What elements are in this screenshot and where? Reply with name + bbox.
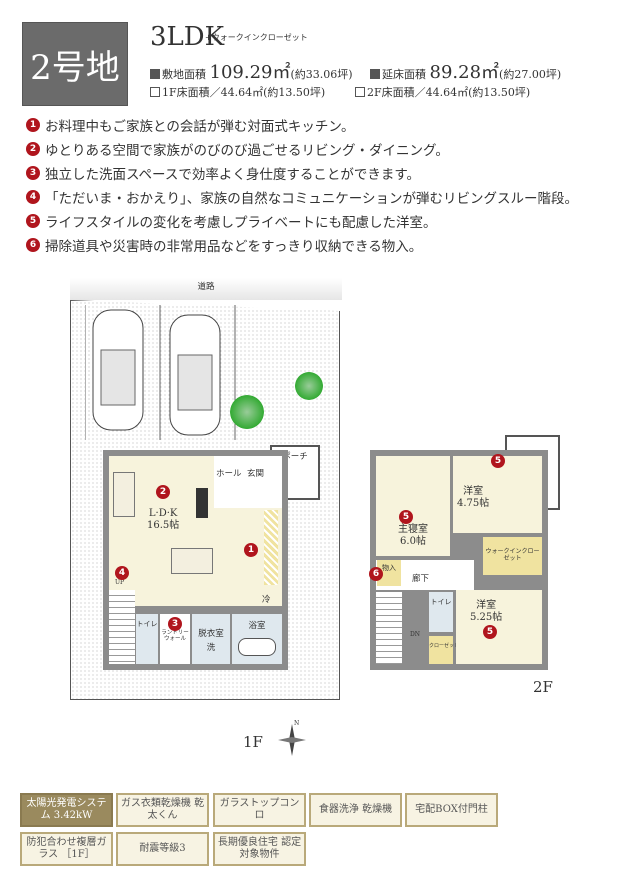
feature-badge: 防犯合わせ複層ガラス ［1F］ [20,832,113,866]
feature-badge: 宅配BOX付門柱 [405,793,498,827]
staircase [109,590,135,664]
feature-point: 1 お料理中もご家族との会話が弾む対面式キッチン。 [26,115,355,135]
plan-extra: +ウォークインクローゼット [205,33,308,42]
point-text: お料理中もご家族との会話が弾む対面式キッチン。 [45,119,355,135]
marker-5: 5 [491,454,505,468]
point-text: 独立した洗面スペースで効率よく身仕度することができます。 [45,167,421,183]
marker-2: 2 [156,485,170,499]
marker-3: 3 [168,617,182,631]
marker-1: 1 [244,543,258,557]
svg-text:N: N [294,720,299,727]
staircase-2f [376,592,402,664]
feature-badge: 太陽光発電システム 3.42kW [20,793,113,827]
feature-badge: 耐震等級3 [116,832,209,866]
point-text: ゆとりある空間で家族がのびのび過ごせるリビング・ダイニング。 [45,143,449,159]
marker-6: 6 [369,567,383,581]
number-marker: 2 [26,142,40,156]
tree [295,372,323,400]
point-text: ライフスタイルの変化を考慮しプライベートにも配慮した洋室。 [45,215,437,231]
sofa [113,472,135,517]
feature-point: 6 掃除道具や災害時の非常用品などをすっきり収納できる物入。 [26,235,422,255]
bathroom: 浴室 [232,614,282,664]
label-fridge: 冷 [262,595,271,605]
number-marker: 4 [26,190,40,204]
walk-in-closet: ウォークインクローゼット [483,537,542,575]
feature-point: 4 「ただいま・おかえり」、家族の自然なコミュニケーションが弾むリビングスルー階段… [26,187,578,207]
dining-table [171,548,213,574]
number-marker: 6 [26,238,40,252]
point-text: 掃除道具や災害時の非常用品などをすっきり収納できる物入。 [45,239,423,255]
number-marker: 5 [26,214,40,228]
f1-area: 1F床面積／44.64㎡(約13.50坪) [150,84,325,100]
number-marker: 1 [26,118,40,132]
storage: 物入 [377,560,401,586]
marker-5: 5 [483,625,497,639]
label-hallway: 廊下 [412,574,430,584]
label-hall: ホール [216,469,242,479]
parking-cars [85,305,236,440]
road: 道路 [70,278,342,300]
feature-point: 5 ライフスタイルの変化を考慮しプライベートにも配慮した洋室。 [26,211,437,231]
hall-entrance [214,456,282,508]
toilet-1f: トイレ [136,614,158,664]
label-dn: DN [410,631,421,638]
plan-type: 3LDK [150,22,225,52]
number-marker: 3 [26,166,40,180]
toilet-2f: トイレ [429,592,453,632]
feature-badge: 食器洗浄 乾燥機 [309,793,402,827]
label-entrance: 玄関 [247,469,265,479]
point-text: 「ただいま・おかえり」、家族の自然なコミュニケーションが弾むリビングスルー階段。 [45,191,578,207]
site-area: 敷地面積 109.29㎡(約33.06坪) [150,58,353,84]
feature-point: 2 ゆとりある空間で家族がのびのび過ごせるリビング・ダイニング。 [26,139,449,159]
floor-label-2f: 2F [533,678,553,696]
floor-label-1f: 1F [243,733,263,751]
feature-point: 3 独立した洗面スペースで効率よく身仕度することができます。 [26,163,420,183]
pantry [264,510,278,585]
marker-4: 4 [115,566,129,580]
tree [230,395,264,429]
closet: クローゼット [429,636,459,664]
feature-badge: ガス衣類乾燥機 乾太くん [116,793,209,827]
label-up: UP [115,579,125,586]
marker-5: 5 [399,510,413,524]
tv-stand [196,488,208,518]
dressing-room: 脱衣室洗 [192,614,230,664]
feature-badge: 長期優良住宅 認定対象物件 [213,832,306,866]
feature-badge: ガラストップコンロ [213,793,306,827]
lot-number-badge: 2号地 [22,22,128,106]
f2-area: 2F床面積／44.64㎡(約13.50坪) [355,84,530,100]
floor-area: 延床面積 89.28㎡(約27.00坪) [370,58,561,84]
compass-icon: N [278,720,306,756]
